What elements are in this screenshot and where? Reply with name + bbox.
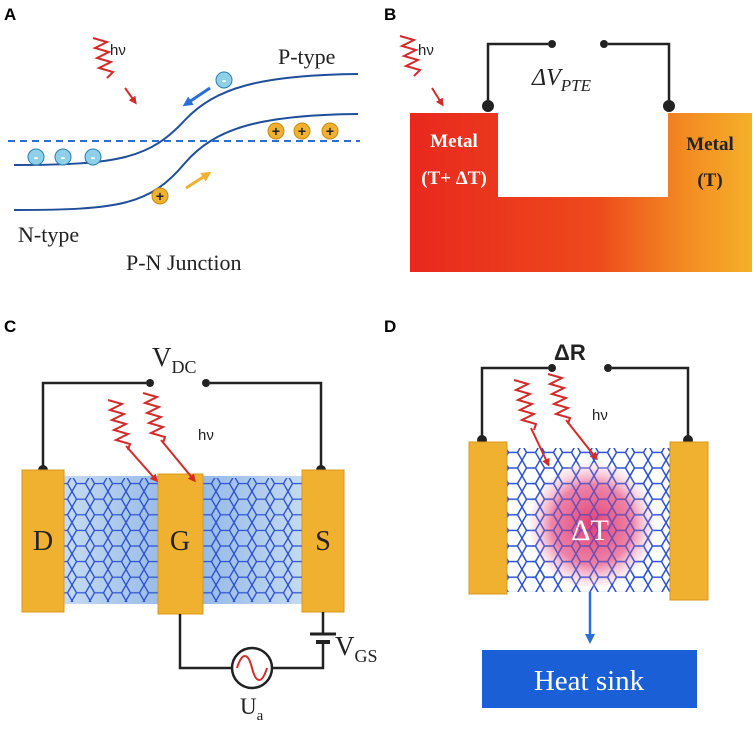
electrode-right-d <box>669 441 709 601</box>
light-wave-icon-c2 <box>142 392 167 444</box>
light-arrow-icon <box>124 87 137 105</box>
svg-text:-: - <box>222 72 227 88</box>
wire-right-b <box>608 42 671 106</box>
light-arrow-icon-d2 <box>565 419 598 461</box>
terminal-c1 <box>146 379 154 387</box>
junction-label: P-N Junction <box>126 250 242 275</box>
drain-label: D <box>33 526 53 557</box>
light-wave-icon-c1 <box>107 399 132 451</box>
panel-c-label: C <box>4 317 16 336</box>
drain-electrode <box>21 469 65 613</box>
source-label: S <box>315 526 331 557</box>
p-type-label: P-type <box>278 44 335 69</box>
n-type-label: N-type <box>18 222 79 247</box>
hole-charges: + + + + <box>151 122 339 205</box>
panel-d: D ΔR ΔT hν Heat sink <box>384 317 709 708</box>
graphene-channel-left <box>64 478 160 602</box>
contact-b2 <box>663 100 675 112</box>
heat-sink-label: Heat sink <box>534 665 645 697</box>
light-wave-icon-d1 <box>513 379 538 431</box>
metal-bar <box>410 113 752 272</box>
heat-sink <box>482 650 697 708</box>
terminal-d2 <box>604 364 612 372</box>
terminal-c2 <box>202 379 210 387</box>
terminal-b1 <box>548 40 556 48</box>
light-arrow-icon-b <box>431 87 444 107</box>
gate-electrode <box>157 473 204 615</box>
wire-top-right-c <box>210 381 323 470</box>
delta-r-label: ΔR <box>554 340 586 365</box>
wire-bottom-left-c <box>178 614 232 670</box>
hole-drift-arrow <box>185 171 212 190</box>
metal-right-label: Metal <box>686 134 733 155</box>
panel-c: C VDC D G S hν VGS U <box>4 317 378 724</box>
wire-top-left-c <box>41 381 146 470</box>
metal-left-temp: (T+ ΔT) <box>421 168 487 189</box>
panel-d-label: D <box>384 317 396 336</box>
wire-right-d <box>612 366 690 440</box>
graphene-sheet-overlay <box>532 470 652 580</box>
vdc-label: VDC <box>152 342 197 377</box>
contact-b1 <box>482 100 494 112</box>
panel-b-label: B <box>384 5 396 24</box>
wire-left-b <box>486 42 548 106</box>
electrode-left-d <box>468 441 508 595</box>
gate-label: G <box>170 526 190 557</box>
graphene-channel-right <box>203 478 303 602</box>
electron-drift-arrow <box>182 86 211 107</box>
wire-bottom-right-c <box>272 650 325 670</box>
ua-label: Ua <box>240 694 264 724</box>
svg-text:+: + <box>272 123 280 139</box>
terminal-b2 <box>600 40 608 48</box>
svg-text:-: - <box>91 149 96 165</box>
vgs-label: VGS <box>335 631 378 666</box>
light-wave-icon-d2 <box>547 373 572 425</box>
hv-label-b: hν <box>418 42 434 59</box>
light-arrow-icon-c1 <box>125 445 158 483</box>
source-electrode <box>301 469 345 613</box>
light-wave-icon <box>92 37 115 79</box>
sine-wave-icon <box>236 655 268 681</box>
light-arrow-icon-d1 <box>530 427 550 467</box>
wire-left-d <box>480 366 548 440</box>
hv-label-c: hν <box>198 427 214 444</box>
delta-v-label: ΔVPTE <box>531 65 592 95</box>
metal-left-label: Metal <box>430 131 477 152</box>
light-wave-icon-b <box>399 35 422 77</box>
panel-a: A hν - - - - + + + + <box>4 5 360 275</box>
terminal-d1 <box>548 364 556 372</box>
svg-text:+: + <box>298 123 306 139</box>
band-lower <box>13 113 359 211</box>
svg-text:+: + <box>156 188 164 204</box>
hv-label-a: hν <box>110 42 126 59</box>
light-arrow-icon-c2 <box>160 439 196 483</box>
panel-a-label: A <box>4 5 16 24</box>
svg-text:-: - <box>34 149 39 165</box>
metal-right-temp: (T) <box>697 170 722 191</box>
svg-text:+: + <box>326 123 334 139</box>
svg-text:-: - <box>61 149 66 165</box>
electron-charges: - - - - <box>27 71 233 166</box>
hv-label-d: hν <box>592 407 608 424</box>
panel-b: B hν ΔVPTE Metal (T+ ΔT) Metal (T) <box>384 5 752 272</box>
delta-t-label: ΔT <box>571 514 609 547</box>
